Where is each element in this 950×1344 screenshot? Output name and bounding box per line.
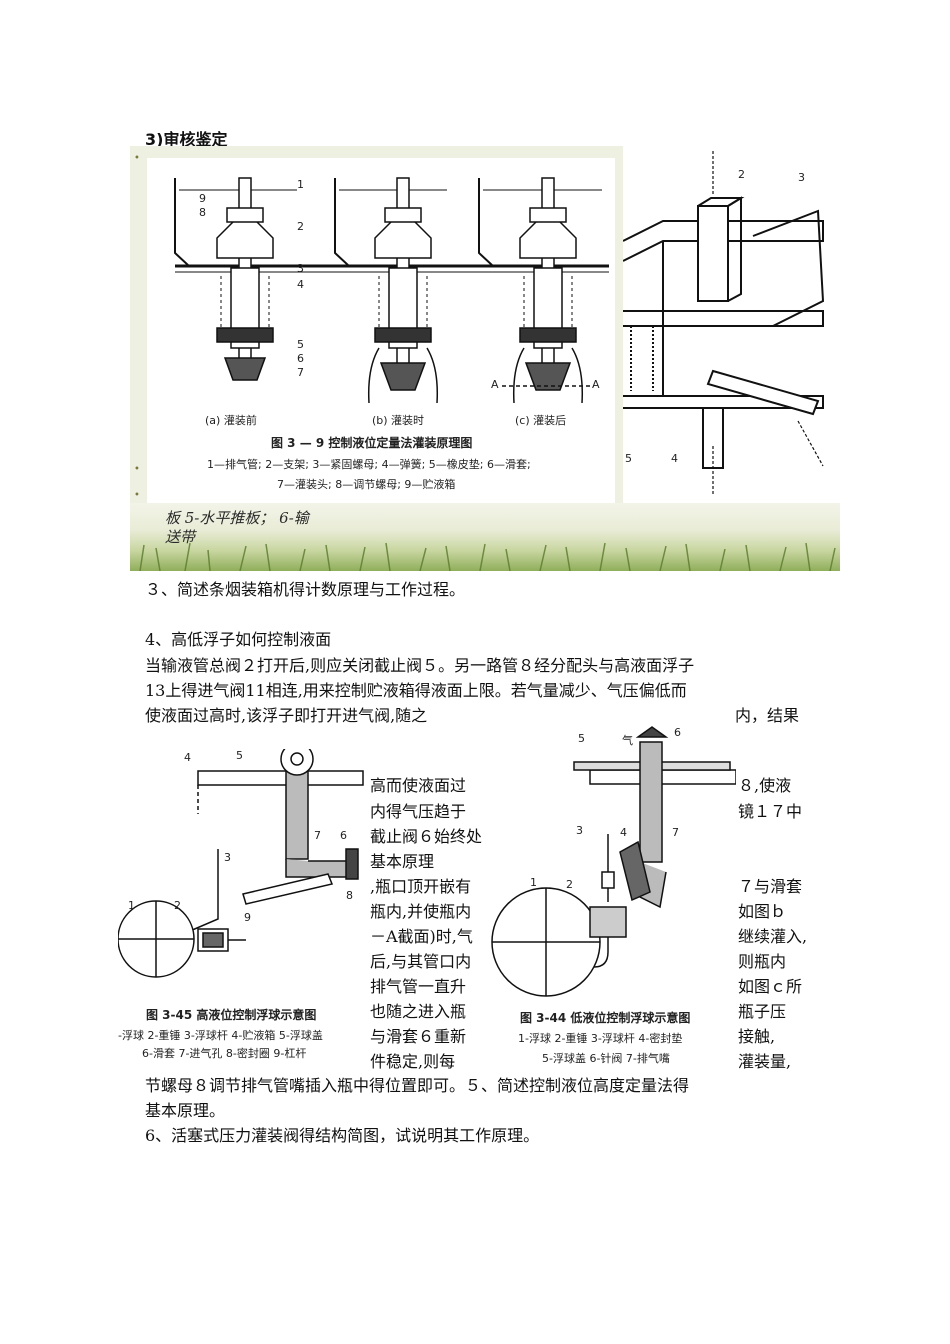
part-number: 9	[199, 192, 206, 205]
text-fragment: 镜１７中	[738, 798, 803, 822]
part-number: 8	[346, 889, 353, 902]
text-fragment: －A截面)时,气	[370, 923, 473, 947]
question-3: ３、简述条烟装箱机得计数原理与工作过程。	[145, 580, 466, 599]
bullet-dot: •	[134, 464, 140, 475]
subcaption: (c) 灌装后	[515, 414, 566, 427]
subcaption: (a) 灌装前	[205, 413, 257, 427]
part-number: 4	[184, 751, 191, 764]
text-fragment: 继续灌入,	[738, 923, 808, 947]
part-number: 7	[314, 829, 321, 842]
text-fragment: ,瓶口顶开嵌有	[370, 873, 472, 897]
part-number: 8	[199, 206, 206, 219]
part-number: 4	[671, 452, 678, 465]
section-label: A	[592, 378, 600, 391]
gas-label: 气	[622, 733, 633, 747]
filling-principle-figure: 1 2 3 4 5 6 7 8 9 A A (a) 灌装前 (b) 灌装时 (c…	[147, 158, 615, 503]
paragraph-line: 当输液管总阀２打开后,则应关闭截止阀５。另一路管８经分配头与高液面浮子	[145, 656, 695, 675]
text-fragment: 排气管一直升	[370, 973, 467, 997]
part-number: 1	[297, 178, 304, 191]
figure-title: 图 3-45 高液位控制浮球示意图	[146, 1007, 316, 1022]
text-fragment: 则瓶内	[738, 948, 787, 972]
packing-machine-figure: 2 3 4 5	[622, 146, 840, 504]
part-number: 2	[174, 899, 181, 912]
figure-legend: 1—排气管; 2—支架; 3—紧固螺母; 4—弹簧; 5—橡皮垫; 6—滑套;	[207, 457, 531, 471]
text-fragment: 也随之进入瓶	[370, 998, 467, 1022]
paragraph-line: 13上得进气阀11相连,用来控制贮液箱得液面上限。若气量减少、气压偏低而	[145, 681, 687, 700]
part-number: 6	[340, 829, 347, 842]
italic-caption-line: 送带	[165, 528, 196, 546]
figure-legend: 6-滑套 7-进气孔 8-密封圈 9-杠杆	[142, 1046, 306, 1060]
figure-legend: 7—灌装头; 8—调节螺母; 9—贮液箱	[277, 477, 455, 491]
text-fragment: 瓶子压	[738, 998, 787, 1022]
text-fragment: ８,使液	[738, 772, 792, 796]
text-fragment: 如图ｃ所	[738, 973, 803, 997]
bullet-dot: •	[134, 153, 140, 164]
part-number: 5	[236, 749, 243, 762]
part-number: 2	[738, 168, 745, 181]
part-number: 5	[578, 732, 585, 745]
part-number: 1	[128, 899, 135, 912]
decorative-band	[130, 503, 840, 571]
part-number: 2	[566, 878, 573, 891]
part-number: 3	[224, 851, 231, 864]
text-fragment: 内得气压趋于	[370, 798, 467, 822]
figure-title: 图 3 — 9 控制液位定量法灌装原理图	[271, 435, 472, 450]
paragraph-line: 基本原理。	[145, 1101, 226, 1120]
text-fragment: 高而使液面过	[370, 772, 467, 796]
grass-decoration	[139, 542, 836, 571]
part-number: 4	[620, 826, 627, 839]
text-fragment: 截止阀６始终处	[370, 823, 483, 847]
figure-legend: 5-浮球盖 6-针阀 7-排气嘴	[542, 1051, 670, 1065]
part-number: 3	[297, 262, 304, 275]
text-fragment: 件稳定,则每	[370, 1048, 456, 1072]
bullet-dot: •	[134, 490, 140, 501]
text-fragment: 基本原理	[370, 848, 435, 872]
question-6: 6、活塞式压力灌装阀得结构简图，试说明其工作原理。	[145, 1126, 540, 1145]
part-number: 1	[530, 876, 537, 889]
low-level-float-figure: 5 6 气 3 4 7 1 2 图 3-44 低液位控制浮球示意图 1-浮球 2…	[490, 722, 737, 1067]
part-number: 5	[297, 338, 304, 351]
part-number: 2	[297, 220, 304, 233]
part-number: 3	[798, 171, 805, 184]
figure-legend: 1-浮球 2-重锤 3-浮球杆 4-密封垫	[518, 1031, 682, 1045]
text-fragment: 与滑套６重新	[370, 1023, 467, 1047]
text-fragment: 如图ｂ	[738, 898, 787, 922]
part-number: 9	[244, 911, 251, 924]
part-number: 6	[674, 726, 681, 739]
question-4-title: 4、高低浮子如何控制液面	[145, 630, 332, 649]
figure-legend: -浮球 2-重锤 3-浮球杆 4-贮液箱 5-浮球盖	[118, 1028, 323, 1042]
text-fragment: 瓶内,并使瓶内	[370, 898, 472, 922]
part-number: 6	[297, 352, 304, 365]
part-number: 3	[576, 824, 583, 837]
section-heading: 3)审核鉴定	[145, 130, 228, 149]
text-fragment: 灌装量,	[738, 1048, 792, 1072]
part-number: 7	[672, 826, 679, 839]
italic-caption-line: 板 5-水平推板； 6-输	[165, 509, 309, 527]
part-number: 5	[625, 452, 632, 465]
part-number: 4	[297, 278, 304, 291]
paragraph-line-tail: 内，结果	[735, 706, 800, 725]
text-fragment: ７与滑套	[738, 873, 803, 897]
paragraph-line: 节螺母８调节排气管嘴插入瓶中得位置即可。５、简述控制液位高度定量法得	[145, 1076, 690, 1095]
part-number: 7	[297, 366, 304, 379]
section-label: A	[491, 378, 499, 391]
subcaption: (b) 灌装时	[372, 414, 424, 427]
high-level-float-figure: 4 5 6 7 8 9 3 2 1 图 3-45 高液位控制浮球示意图 -浮球 …	[117, 742, 370, 1064]
text-fragment: 后,与其管口内	[370, 948, 472, 972]
paragraph-line: 使液面过高时,该浮子即打开进气阀,随之	[145, 706, 428, 725]
figure-title: 图 3-44 低液位控制浮球示意图	[520, 1010, 690, 1025]
text-fragment: 接触,	[738, 1023, 776, 1047]
